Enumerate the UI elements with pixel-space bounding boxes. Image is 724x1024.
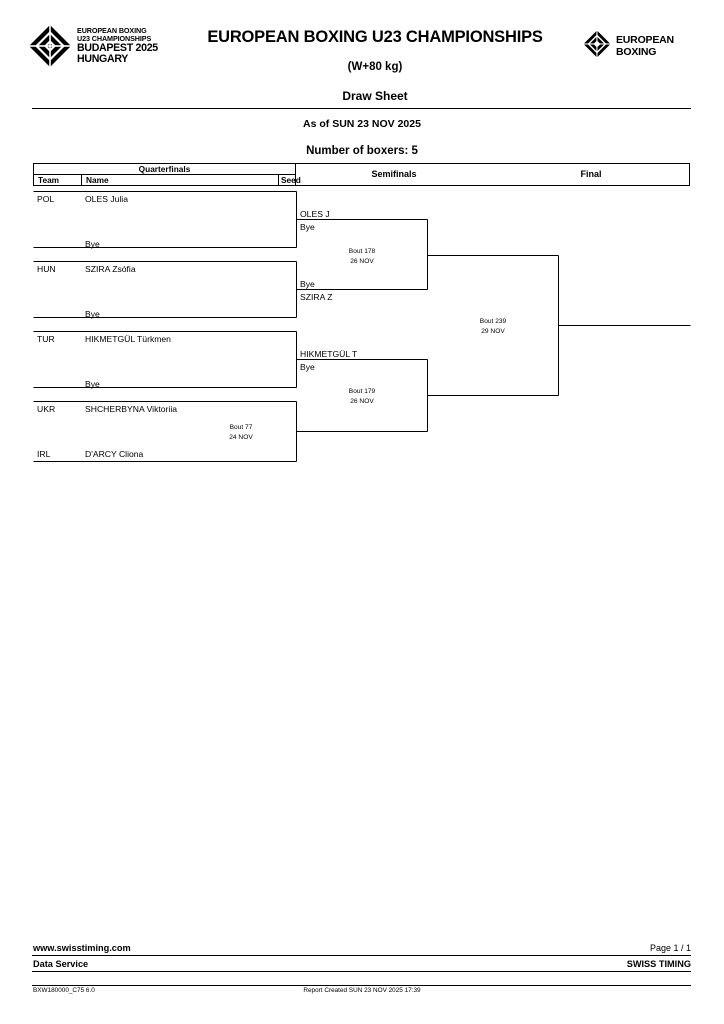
company-name: SWISS TIMING	[626, 959, 691, 969]
column-header-semifinals: Semifinals	[371, 169, 417, 179]
qf-entry-opponent: Bye	[85, 379, 100, 389]
column-header-final: Final	[580, 169, 602, 179]
as-of-date: As of SUN 23 NOV 2025	[303, 118, 421, 130]
document-type: Draw Sheet	[342, 89, 408, 103]
column-header-seed: Seed	[281, 175, 301, 186]
qf-entry-name: SHCHERBYNA Viktoriia	[85, 404, 178, 414]
data-service-label: Data Service	[33, 959, 89, 969]
sf-entry-top-opponent: Bye	[300, 222, 315, 232]
qf-entry-name: D'ARCY Cliona	[85, 449, 144, 459]
weight-class: (W+80 kg)	[347, 61, 403, 73]
final-bout-date: 29 NOV	[481, 327, 505, 335]
boxer-count: Number of boxers: 5	[306, 145, 418, 157]
page-header: EUROPEAN BOXING U23 CHAMPIONSHIPS BUDAPE…	[0, 0, 724, 110]
footer-divider-mid	[32, 971, 691, 972]
sf-bout-info: Bout 179 26 NOV	[317, 387, 407, 407]
final-bout-number: Bout 239	[479, 318, 507, 325]
page-title: EUROPEAN BOXING U23 CHAMPIONSHIPS	[207, 28, 543, 46]
qf-entry-team: POL	[37, 194, 55, 204]
qf-entry-name: OLES Julia	[85, 194, 128, 204]
sf-bout-date: 26 NOV	[350, 257, 374, 265]
sf-entry-top: OLES J	[300, 209, 330, 219]
qf-bout-date: 24 NOV	[229, 433, 253, 441]
sf-entry-top-opponent: Bye	[300, 362, 315, 372]
sf-bout-number: Bout 178	[348, 248, 376, 255]
sf-bout-number: Bout 179	[348, 388, 376, 395]
qf-entry-opponent: Bye	[85, 309, 100, 319]
qf-entry-team: HUN	[37, 264, 56, 274]
footer-divider-bottom	[32, 985, 691, 986]
column-header-name: Name	[82, 175, 279, 186]
federation-diamond-icon	[583, 30, 611, 63]
qf-entry-team: UKR	[37, 404, 56, 414]
report-created: Report Created SUN 23 NOV 2025 17:39	[303, 987, 421, 994]
qf-entry-opponent: Bye	[85, 239, 100, 249]
sf-entry-top: HIKMETGÜL T	[300, 349, 358, 359]
event-diamond-icon	[28, 24, 72, 68]
sf-bout-info: Bout 178 26 NOV	[317, 247, 407, 267]
event-logo-line1: EUROPEAN BOXING	[77, 26, 147, 36]
event-logo-line2: U23 CHAMPIONSHIPS	[77, 33, 152, 43]
qf-entry-name: HIKMETGÜL Türkmen	[85, 334, 171, 344]
event-logo-line3: BUDAPEST 2025	[77, 42, 158, 55]
sf-entry-bottom-feed: Bye	[300, 279, 315, 289]
qf-entry-name: SZIRA Zsófia	[85, 264, 136, 274]
federation-logo: EUROPEAN BOXING	[583, 30, 674, 63]
qf-bout-number: Bout 77	[229, 424, 253, 431]
qf-entry-team: IRL	[37, 449, 51, 459]
page-number: Page 1 / 1	[649, 943, 691, 953]
report-code: BXW180000_C75 6.0	[33, 987, 95, 994]
federation-logo-line2: BOXING	[616, 45, 657, 58]
qf-entry-team: TUR	[37, 334, 55, 344]
sf-bout-date: 26 NOV	[350, 397, 374, 405]
event-logo: EUROPEAN BOXING U23 CHAMPIONSHIPS BUDAPE…	[28, 22, 164, 70]
qf-bout-info: Bout 77 24 NOV	[196, 423, 286, 443]
event-logo-line4: HUNGARY	[77, 52, 129, 65]
footer-divider-top	[32, 955, 691, 956]
column-header-quarterfinals: Quarterfinals	[34, 164, 296, 175]
federation-logo-line1: EUROPEAN	[616, 34, 674, 47]
sf-entry-bottom: SZIRA Z	[300, 292, 333, 302]
column-header-row: Quarterfinals Team Name Seed Semifinals …	[33, 163, 690, 186]
header-divider	[32, 108, 691, 109]
column-header-team: Team	[34, 175, 82, 186]
final-bout-info: Bout 239 29 NOV	[448, 317, 538, 337]
swisstiming-link[interactable]: www.swisstiming.com	[33, 943, 131, 953]
